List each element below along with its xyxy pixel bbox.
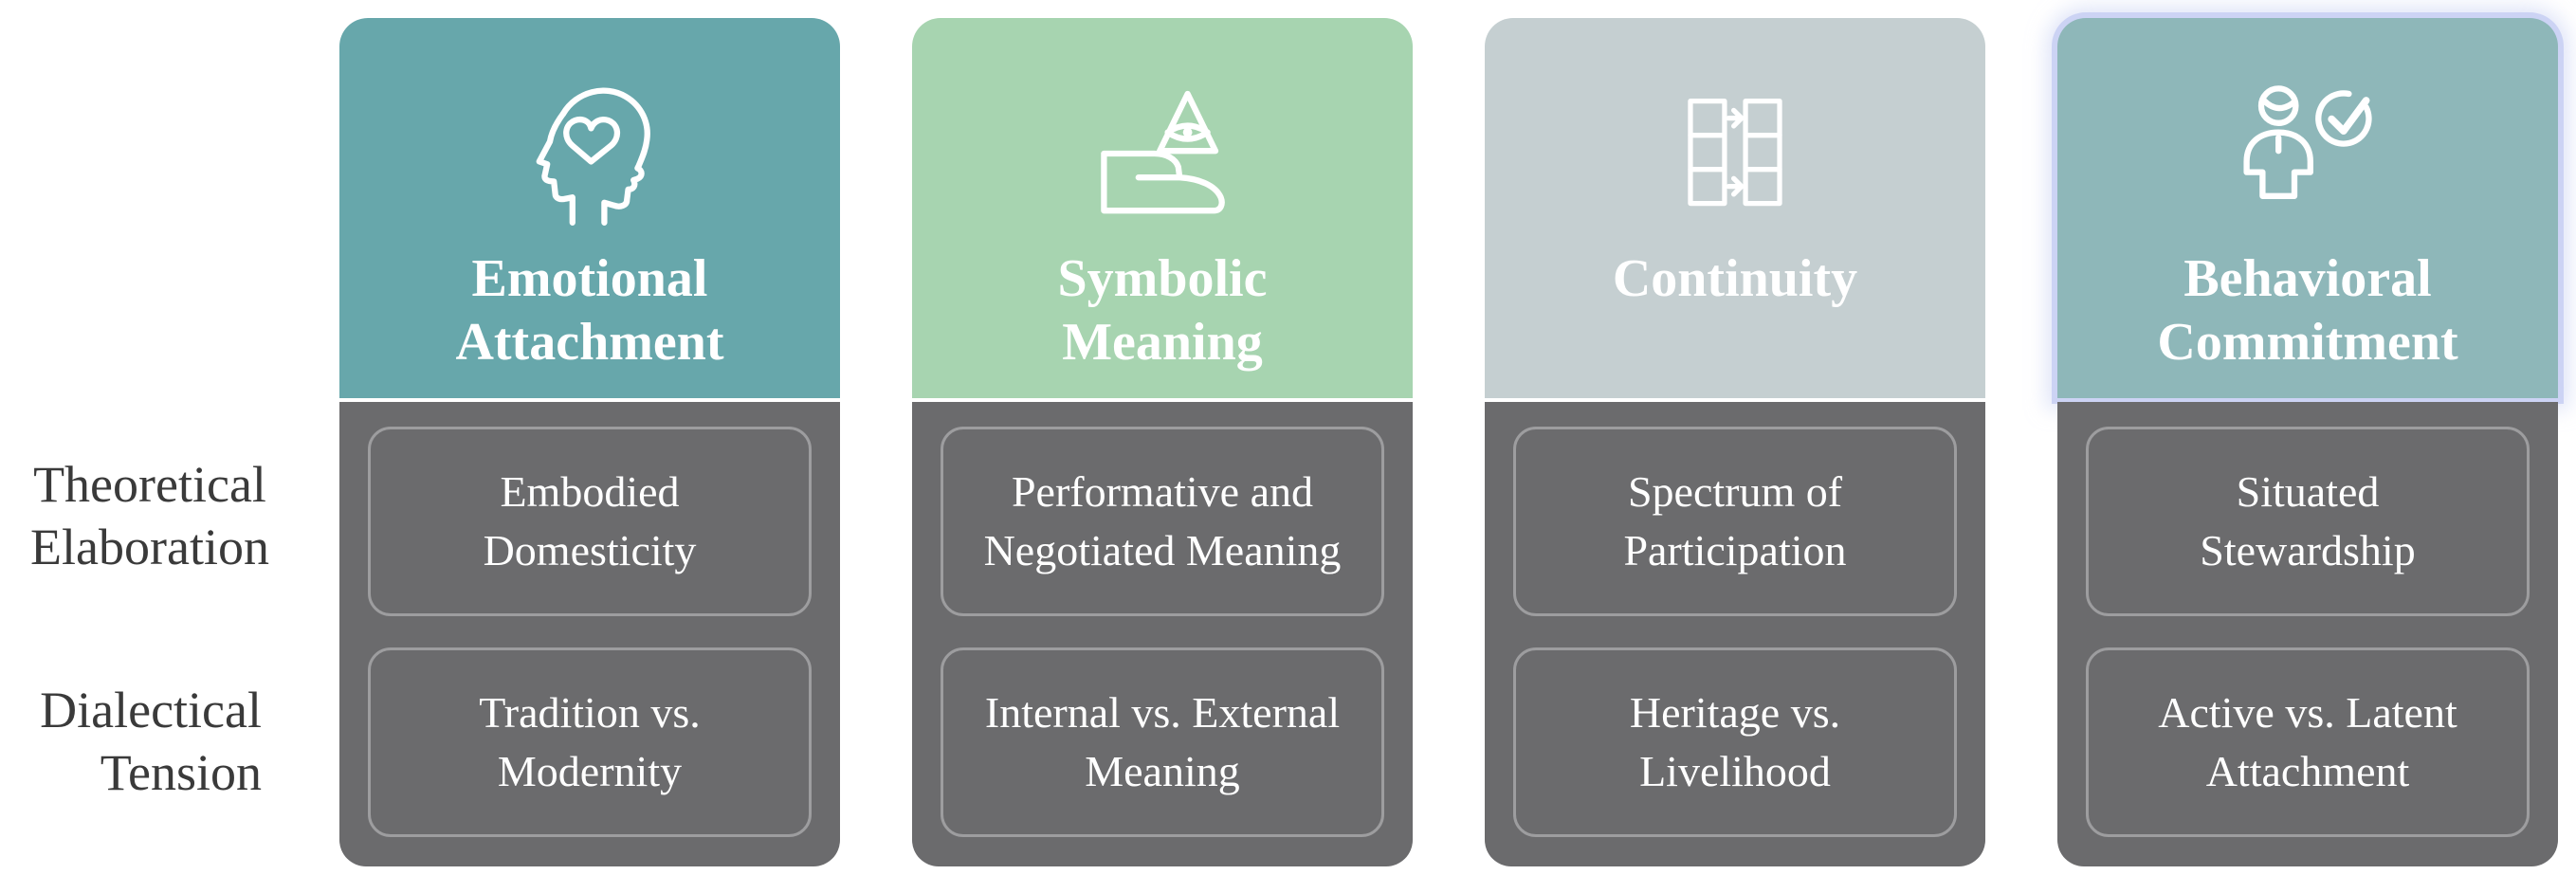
column-body: Situated Stewardship Active vs. Latent A…	[2057, 402, 2558, 866]
header-card-behavioral-commitment: Behavioral Commitment	[2057, 18, 2558, 398]
header-card-symbolic-meaning: Symbolic Meaning	[912, 18, 1413, 398]
theoretical-elaboration-cell: Situated Stewardship	[2086, 427, 2530, 616]
header-card-continuity: Continuity	[1485, 18, 1985, 398]
dialectical-tension-cell: Heritage vs. Livelihood	[1513, 647, 1957, 837]
theoretical-elaboration-cell: Performative and Negotiated Meaning	[941, 427, 1384, 616]
header-card-emotional-attachment: Emotional Attachment	[339, 18, 840, 398]
stacked-blocks-transfer-icon	[1656, 73, 1814, 234]
column-title: Emotional Attachment	[455, 249, 724, 372]
theoretical-elaboration-cell: Embodied Domesticity	[368, 427, 812, 616]
theoretical-elaboration-cell: Spectrum of Participation	[1513, 427, 1957, 616]
dialectical-tension-cell: Internal vs. External Meaning	[941, 647, 1384, 837]
row-label-dialectical-tension: Dialectical Tension	[40, 682, 262, 801]
head-with-heart-icon	[504, 73, 675, 234]
dialectical-tension-cell: Active vs. Latent Attachment	[2086, 647, 2530, 837]
column-title: Symbolic Meaning	[1057, 249, 1268, 372]
column-title: Behavioral Commitment	[2157, 249, 2458, 372]
column-emotional-attachment: Emotional Attachment Embodied Domesticit…	[339, 18, 840, 866]
column-body: Embodied Domesticity Tradition vs. Moder…	[339, 402, 840, 866]
dialectical-tension-cell: Tradition vs. Modernity	[368, 647, 812, 837]
column-body: Performative and Negotiated Meaning Inte…	[912, 402, 1413, 866]
pyramid-eye-over-hand-icon	[1077, 73, 1248, 234]
framework-columns: Emotional Attachment Embodied Domesticit…	[339, 18, 2558, 866]
column-behavioral-commitment: Behavioral Commitment Situated Stewardsh…	[2057, 18, 2558, 866]
column-body: Spectrum of Participation Heritage vs. L…	[1485, 402, 1985, 866]
column-continuity: Continuity Spectrum of Participation Her…	[1485, 18, 1985, 866]
column-title: Continuity	[1612, 249, 1858, 308]
person-with-checkmark-icon	[2222, 73, 2393, 234]
row-label-theoretical-elaboration: Theoretical Elaboration	[30, 456, 269, 575]
column-symbolic-meaning: Symbolic Meaning Performative and Negoti…	[912, 18, 1413, 866]
